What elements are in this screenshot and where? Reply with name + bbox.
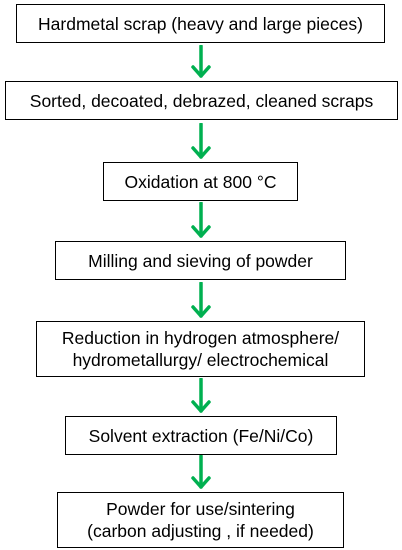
step-powder-output-text-line-2: (carbon adjusting , if needed) [87,521,314,541]
step-solvent-extraction: Solvent extraction (Fe/Ni/Co) [65,416,337,455]
step-milling-sieving: Milling and sieving of powder [55,241,346,280]
step-oxidation: Oxidation at 800 °C [103,162,298,201]
down-arrow-icon [191,45,211,78]
step-reduction-text-line-2: hydrometallurgy/ electrochemical [72,350,329,370]
step-hardmetal-scrap: Hardmetal scrap (heavy and large pieces) [16,4,385,43]
step-oxidation-text: Oxidation at 800 °C [124,171,277,192]
down-arrow-icon [191,123,211,159]
step-hardmetal-scrap-text: Hardmetal scrap (heavy and large pieces) [38,13,363,34]
down-arrow-icon [191,282,211,318]
down-arrow-icon [191,455,211,489]
down-arrow-icon [191,202,211,238]
step-powder-output: Powder for use/sintering (carbon adjusti… [57,492,344,548]
step-powder-output-text-line-1: Powder for use/sintering [106,499,295,519]
step-sorted-scraps-text: Sorted, decoated, debrazed, cleaned scra… [29,90,374,111]
step-sorted-scraps: Sorted, decoated, debrazed, cleaned scra… [5,81,398,120]
step-milling-sieving-text: Milling and sieving of powder [88,250,313,271]
step-reduction-text-line-1: Reduction in hydrogen atmosphere/ [61,328,340,348]
step-reduction: Reduction in hydrogen atmosphere/ hydrom… [36,321,365,377]
step-solvent-extraction-text: Solvent extraction (Fe/Ni/Co) [88,425,314,446]
down-arrow-icon [191,378,211,413]
